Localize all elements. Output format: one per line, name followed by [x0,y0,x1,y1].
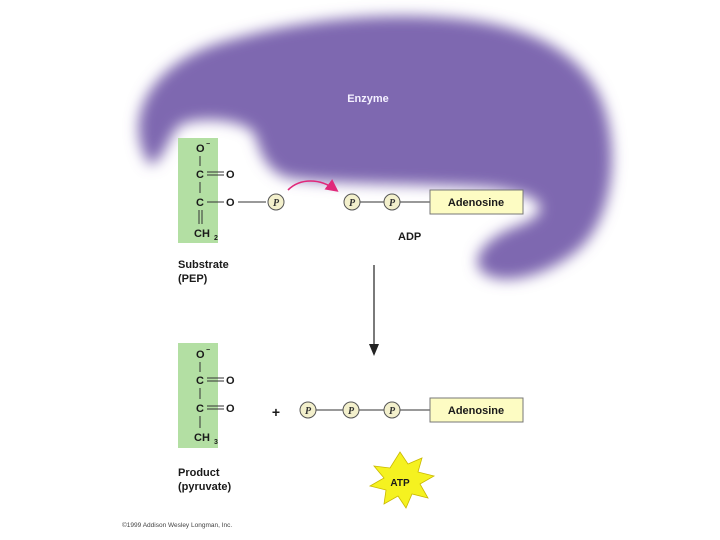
product-ch3-subscript: 3 [214,439,218,446]
substrate-phosphate: P [267,193,285,211]
plus-sign: + [272,404,280,420]
substrate-box [178,138,218,243]
phosphate-label: P [273,198,280,209]
substrate-ch2: CH [194,228,210,240]
adp-molecule: P P Adenosine [343,189,524,215]
atp-adenosine-box [429,397,524,423]
substrate-oxygen1: O [226,169,235,181]
product-carbon2: C [196,403,204,415]
adp-phosphate-2 [383,193,401,211]
product-oxygen1: O [226,375,235,387]
svg-text:P: P [389,198,396,209]
atp-label: ATP [390,478,410,489]
product-carbon1: C [196,375,204,387]
atp-burst: ATP [368,451,436,509]
enzyme-shape [138,16,612,280]
product-caption-line1: Product [178,467,220,479]
atp-adenosine-label: Adenosine [448,405,504,417]
substrate-caption-line2: (PEP) [178,273,208,285]
adp-adenosine-label: Adenosine [448,197,504,209]
product-molecule: O − C O C O CH 3 [178,343,235,448]
adp-label: ADP [398,231,421,243]
substrate-oxygen-top: O [196,143,205,155]
product-oxygen2: O [226,403,235,415]
product-oxygen-top: O [196,349,205,361]
svg-text:P: P [348,406,355,417]
adp-adenosine-box [429,189,524,215]
atp-molecule: P P P Adenosine [299,397,524,423]
svg-text:P: P [349,198,356,209]
substrate-oxygen2: O [226,197,235,209]
atp-phosphate-2 [342,401,360,419]
atp-phosphate-3 [383,401,401,419]
copyright-text: ©1999 Addison Wesley Longman, Inc. [122,521,232,529]
svg-text:P: P [305,406,312,417]
substrate-carbon1: C [196,169,204,181]
substrate-molecule: O − C O C O CH 2 [178,138,266,243]
substrate-oxygen-charge: − [206,141,210,148]
substrate-ch2-subscript: 2 [214,235,218,242]
adp-phosphate-1 [343,193,361,211]
product-caption-line2: (pyruvate) [178,481,232,493]
product-box [178,343,218,448]
reaction-arrowhead [369,344,379,356]
phosphate-transfer-arrow [287,179,339,192]
svg-text:P: P [389,406,396,417]
product-oxygen-charge: − [206,347,210,354]
enzyme-label: Enzyme [347,93,389,105]
substrate-caption-line1: Substrate [178,259,229,271]
substrate-carbon2: C [196,197,204,209]
atp-phosphate-1 [299,401,317,419]
product-ch3: CH [194,432,210,444]
